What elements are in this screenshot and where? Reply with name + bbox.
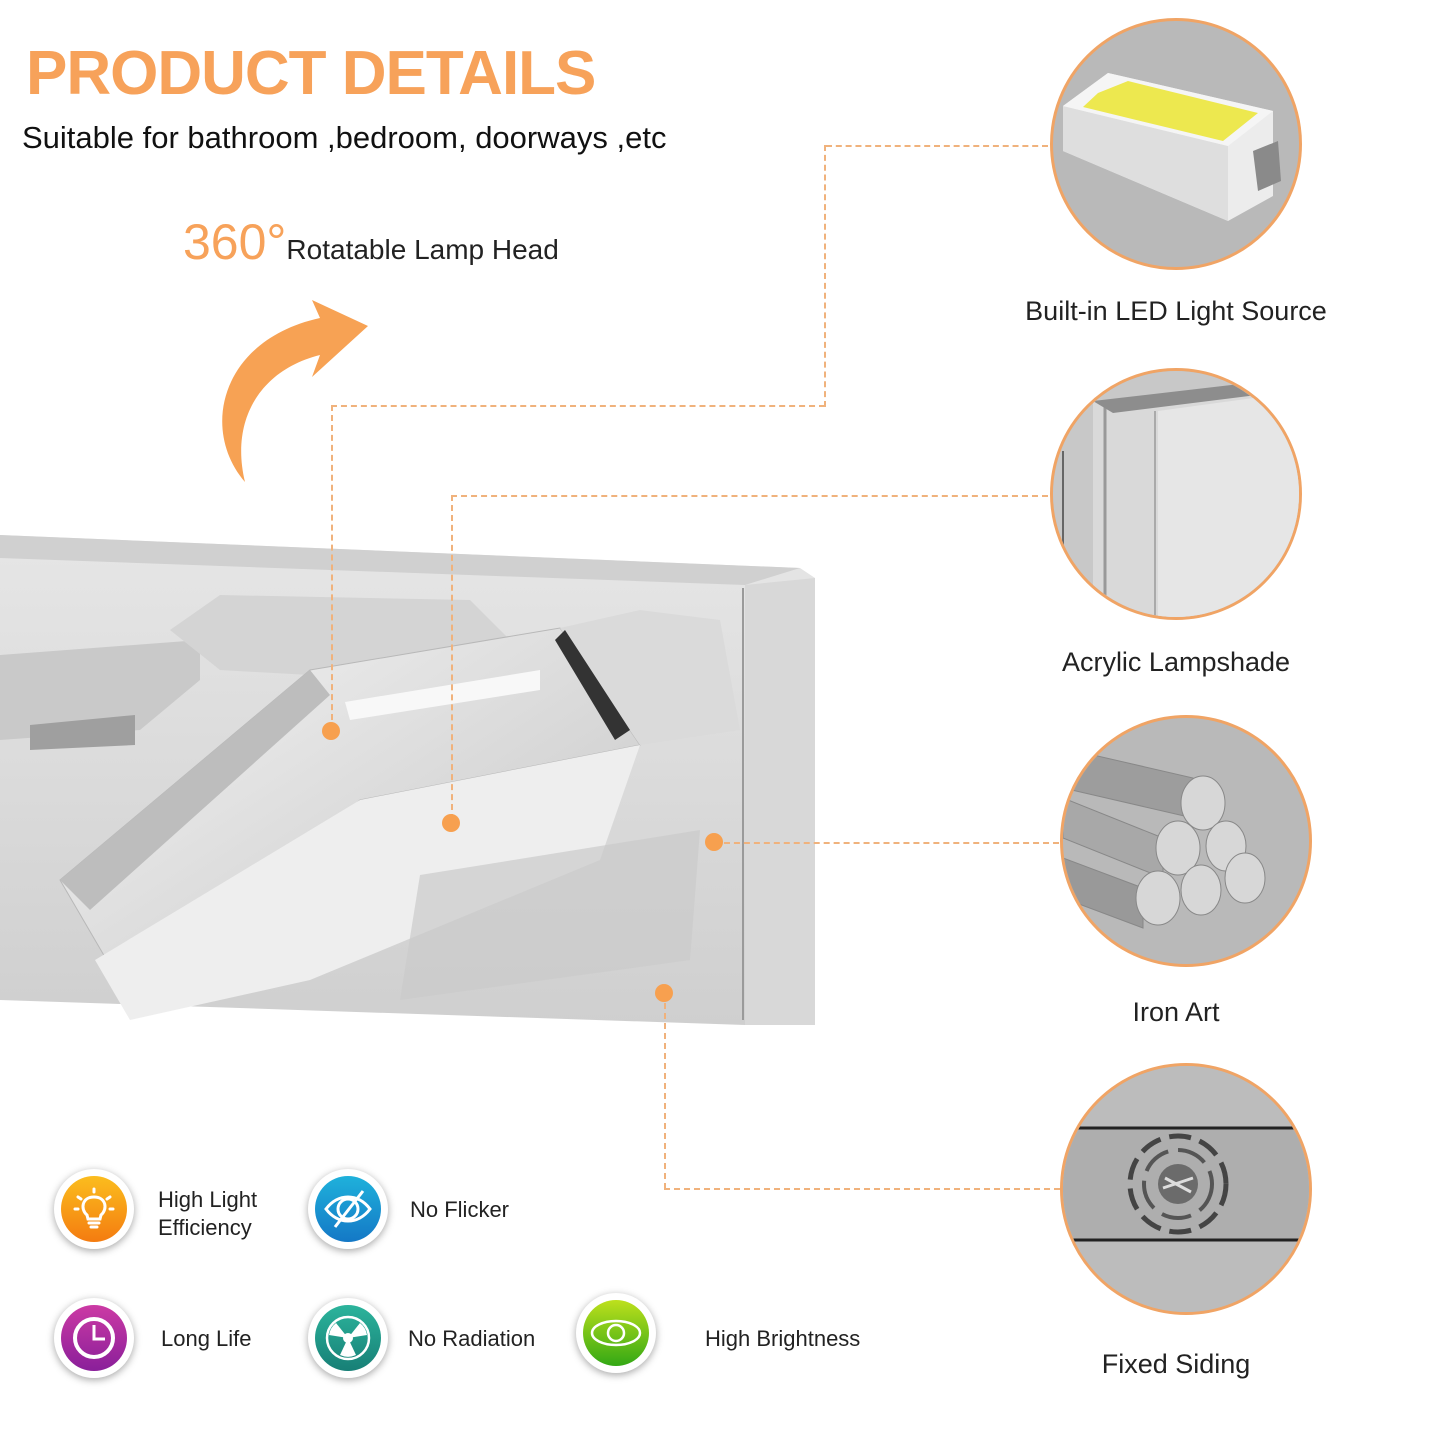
feature-label: Built-in LED Light Source [1025, 296, 1327, 326]
clock-icon [73, 1317, 115, 1359]
hotspot-dot [705, 833, 723, 851]
connector-line [664, 993, 666, 1189]
iron-rods-image [1060, 715, 1312, 967]
badge-no-flicker [308, 1169, 388, 1249]
badge-high-light-efficiency [54, 1169, 134, 1249]
connector-line [451, 495, 1048, 497]
connector-line [824, 145, 826, 407]
badge-label: Long Life [161, 1326, 252, 1351]
badge-label: High Brightness [705, 1326, 861, 1351]
hotspot-dot [655, 984, 673, 1002]
lightbulb-icon [73, 1187, 115, 1229]
badge-no-radiation [308, 1298, 388, 1378]
rotation-degrees: 360° [183, 214, 287, 270]
rotate-arrow-icon [222, 300, 368, 482]
badge-label: No Radiation [408, 1326, 536, 1351]
eye-slash-icon [324, 1190, 372, 1228]
page-title: PRODUCT DETAILS [26, 39, 596, 108]
acrylic-lampshade-image [1050, 368, 1302, 620]
badge-high-brightness [576, 1293, 656, 1373]
connector-line [451, 495, 453, 820]
connector-line [664, 1188, 1060, 1190]
feature-label: Iron Art [1132, 997, 1220, 1027]
connector-line [826, 145, 1048, 147]
connector-line [331, 405, 825, 407]
eye-icon [590, 1319, 642, 1347]
page-subtitle: Suitable for bathroom ,bedroom, doorways… [22, 120, 667, 155]
hotspot-dot [322, 722, 340, 740]
lamp-product-image [0, 535, 815, 1025]
badge-label: High Light Efficiency [158, 1187, 258, 1240]
connector-line [714, 842, 1059, 844]
radiation-icon [325, 1315, 371, 1361]
led-chip-image [1050, 18, 1302, 270]
connector-line [331, 405, 333, 730]
hotspot-dot [442, 814, 460, 832]
feature-label: Acrylic Lampshade [1061, 647, 1291, 677]
rotation-caption: 360°Rotatable Lamp Head [183, 212, 559, 285]
mounting-plate-image [1060, 1063, 1312, 1315]
rotation-label: Rotatable Lamp Head [286, 234, 559, 265]
badge-long-life [54, 1298, 134, 1378]
badge-label: No Flicker [410, 1197, 510, 1222]
feature-label: Fixed Siding [1101, 1349, 1251, 1379]
